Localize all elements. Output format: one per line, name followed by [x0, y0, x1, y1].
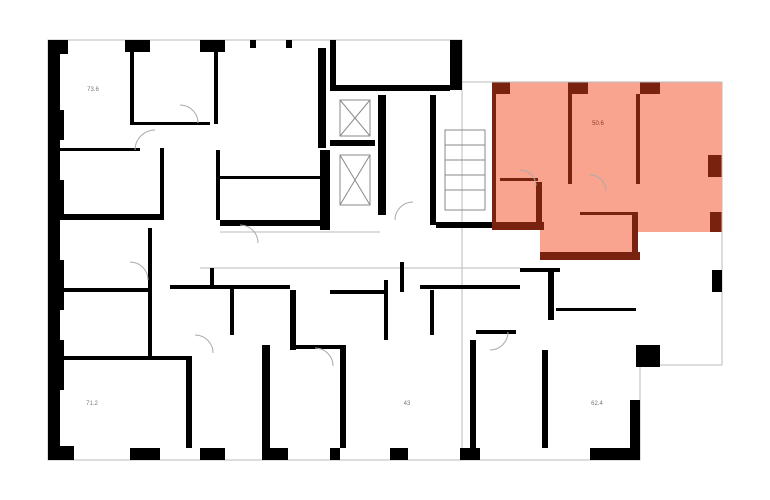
apartment-area-label: 71.2	[86, 401, 98, 407]
highlight-walls	[492, 82, 722, 260]
apartment-area-label: 73.6	[87, 87, 99, 93]
apartment-area-label: 50.6	[592, 121, 604, 127]
doors	[129, 104, 607, 367]
walls	[48, 40, 722, 460]
apartment-area-label: 62.4	[591, 401, 603, 407]
apartment-highlight-ne[interactable]	[494, 82, 722, 260]
core	[339, 99, 486, 211]
apartment-area-label: 43	[403, 401, 411, 407]
